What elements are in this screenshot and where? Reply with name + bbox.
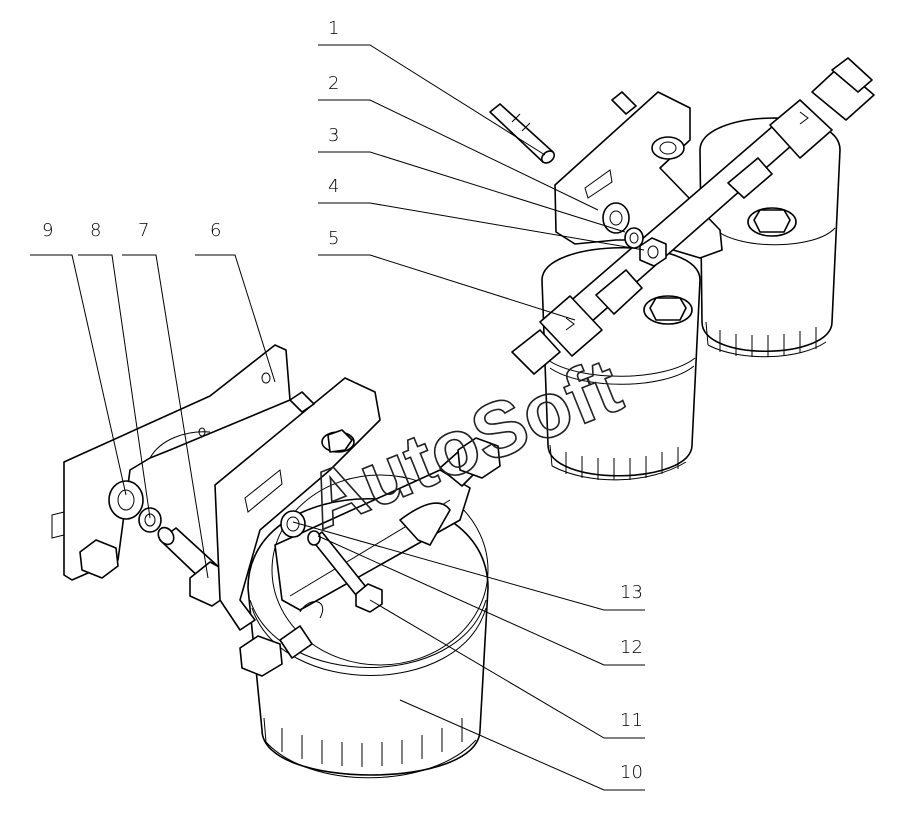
washer	[602, 202, 630, 234]
callout-9: 9	[42, 220, 53, 241]
mounting-plate	[63, 344, 291, 581]
callout-11: 11	[620, 710, 643, 731]
spring-washer	[138, 507, 162, 533]
callout-8: 8	[90, 220, 101, 241]
callout-6: 6	[210, 220, 221, 241]
dowel-pin	[489, 103, 556, 164]
callout-leaders	[30, 44, 645, 791]
canister-drain-bolt	[643, 136, 797, 325]
washer	[108, 480, 144, 520]
hex-nut	[355, 583, 383, 613]
upper-filter-assembly	[489, 57, 875, 481]
callout-1: 1	[328, 18, 339, 39]
connecting-tube	[511, 57, 875, 375]
callout-7: 7	[138, 220, 149, 241]
sealing-washer	[280, 510, 306, 538]
callout-2: 2	[328, 73, 339, 94]
callout-13: 13	[620, 582, 643, 603]
callout-12: 12	[620, 637, 643, 658]
callout-4: 4	[328, 176, 339, 197]
inlet-bolt	[457, 437, 501, 479]
filter-head	[274, 469, 471, 611]
hex-nut	[639, 237, 667, 267]
callout-5: 5	[328, 228, 339, 249]
callout-10: 10	[620, 762, 643, 783]
callout-3: 3	[328, 125, 339, 146]
callout-labels: 1 2 3 4 5 6 7 8 9 13 12 11 10	[42, 18, 643, 783]
outlet-bolt	[239, 635, 283, 677]
hex-bolt	[79, 539, 119, 579]
